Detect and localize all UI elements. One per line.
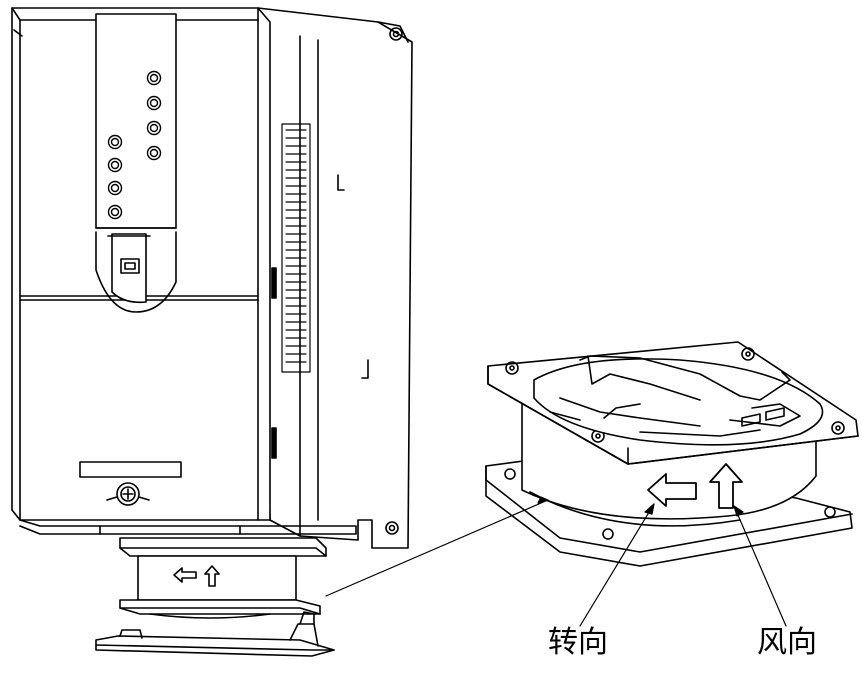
nameplate-slot — [79, 461, 182, 478]
vent-grille — [281, 123, 311, 373]
airflow-arrow-icon — [709, 463, 743, 509]
rj45-port-icon — [120, 258, 140, 274]
rotation-arrow-icon — [647, 473, 697, 507]
large-fan — [485, 341, 859, 567]
keypad-buttons — [107, 70, 162, 220]
rotation-direction-label: 转向 — [548, 625, 608, 660]
airflow-direction-label: 风向 — [757, 625, 817, 660]
ground-screw-icon — [106, 482, 150, 506]
callout-lines — [325, 496, 787, 627]
inverter-body — [11, 7, 413, 549]
small-fan — [95, 537, 335, 657]
keypad-panel — [95, 13, 177, 229]
